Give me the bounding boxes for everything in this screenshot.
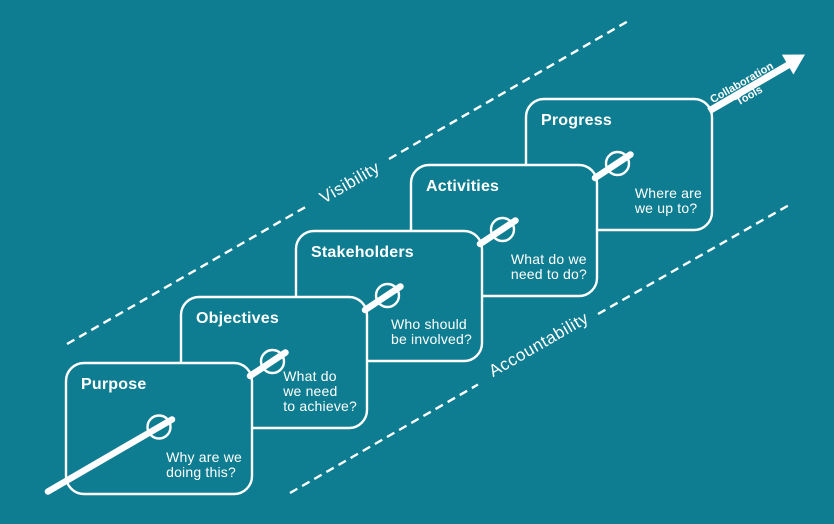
- visibility-dashed-line: [66, 18, 631, 346]
- accountability-dash-segment-right: [597, 203, 791, 316]
- card-question-stakeholders: Who should be involved?: [390, 316, 472, 347]
- accountability-dashed-line: [289, 203, 791, 495]
- purpose-pin-icon: [44, 416, 176, 495]
- card-title-purpose: Purpose: [81, 376, 147, 393]
- pin-icons: [44, 150, 634, 495]
- card-title-stakeholders: Stakeholders: [311, 244, 414, 261]
- arrow-shaft: [707, 61, 791, 115]
- card-title-objectives: Objectives: [196, 310, 279, 327]
- arrow-head: [781, 54, 805, 75]
- stakeholders-pin-icon: [361, 283, 404, 314]
- card-title-progress: Progress: [541, 112, 612, 129]
- collaboration-arrow-icon: [707, 54, 805, 115]
- visibility-dash-segment-left: [66, 203, 310, 346]
- visibility-dash-segment-right: [388, 18, 631, 161]
- card-question-progress: Where are we up to?: [634, 185, 702, 216]
- card-question-objectives: What do we need to achieve?: [283, 368, 357, 414]
- objectives-pin-icon: [246, 349, 289, 380]
- card-title-activities: Activities: [426, 178, 500, 195]
- accountability-dash-segment-left: [289, 383, 479, 495]
- activities-pin-icon: [476, 217, 519, 248]
- card-question-purpose: Why are we doing this?: [166, 449, 242, 480]
- progress-pin-icon: [591, 151, 634, 182]
- card-question-activities: What do we need to do?: [510, 251, 587, 282]
